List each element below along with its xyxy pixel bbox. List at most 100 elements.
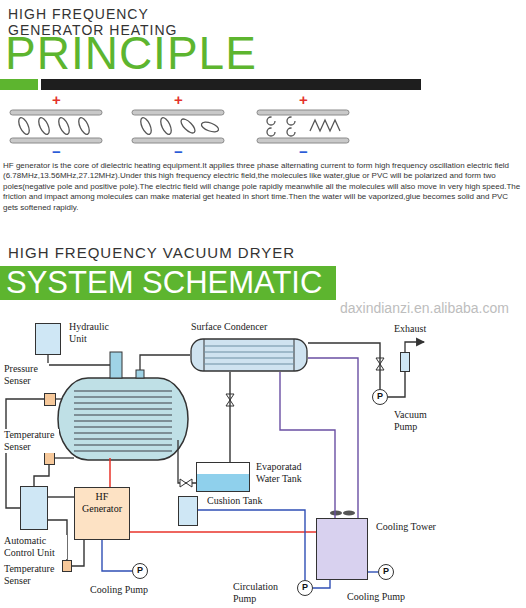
temperature-sensor: Temperature Senser (44, 452, 55, 465)
section-heading: SYSTEM SCHEMATIC (6, 266, 322, 300)
pole-sign: + (299, 92, 308, 107)
exhaust-outlet: Exhaust (400, 352, 410, 372)
pipe-line (388, 372, 405, 397)
component-label: Temperature Senser (3, 563, 59, 587)
molecule-symbol (310, 120, 340, 131)
title-bar (41, 79, 421, 90)
capacitor-plates (132, 138, 224, 143)
pipe-line (229, 372, 230, 462)
drying-chamber (58, 378, 188, 460)
hf-generator: HF Generator (74, 487, 130, 540)
condenser-outline (294, 339, 295, 371)
pipe-line (308, 343, 380, 389)
drying-chamber (136, 370, 144, 378)
molecule-symbol (37, 116, 52, 136)
molecule-symbol (287, 117, 295, 125)
fan-symbol (330, 511, 355, 516)
molecule-symbol (77, 116, 92, 136)
pipe-line (34, 465, 49, 486)
valve-symbol (180, 479, 192, 487)
capacitor-plates (257, 110, 349, 115)
component-label: Temperature Senser (3, 429, 59, 453)
fan-symbol (343, 511, 355, 516)
fan-symbol (330, 511, 342, 516)
title-bar (0, 79, 38, 90)
pipe-line (280, 372, 335, 518)
pump-symbol: PVacuum Pump (372, 389, 388, 405)
component-label: Cooling Tower (375, 521, 437, 533)
pipe-line (130, 531, 316, 532)
condenser-tube (204, 358, 294, 359)
pressure-sensor: Pressure Senser (44, 393, 56, 406)
section-heading: HIGH FREQUENCY VACUUM DRYER (8, 244, 295, 262)
capacitor-plates (132, 110, 224, 115)
condenser-tube (204, 346, 294, 347)
molecule-symbol (267, 128, 275, 136)
temperature-sensor: Temperature Senser (62, 560, 72, 572)
molecule-symbol (17, 116, 340, 136)
condenser: Surface Condencer (190, 338, 308, 372)
section-heading: PRINCIPLE (5, 30, 257, 76)
pipe-line (308, 358, 358, 518)
control-unit: Automatic Control Unit (20, 486, 48, 530)
component-label: Hydraulic Unit (68, 321, 120, 345)
cooling-tower: Cooling Tower (316, 518, 368, 580)
component-label: Cooling Pump (89, 584, 149, 596)
molecule-symbol (287, 128, 295, 136)
heading-band (0, 266, 336, 300)
component-name: P (379, 565, 393, 578)
title-bar (0, 79, 421, 90)
molecule-symbol (200, 120, 220, 134)
pole-sign: + (174, 92, 183, 107)
pump-symbol: PCirculation Pump (297, 580, 313, 596)
pipe-line (178, 440, 196, 483)
component-label: Cooling Pump (346, 591, 406, 603)
description-text: HF generator is the core of dielectric h… (3, 161, 523, 213)
pipe-line (48, 355, 110, 365)
component-name: P (133, 564, 147, 577)
component-label: Exhaust (393, 323, 427, 335)
pipe-line (405, 342, 424, 352)
molecule-symbol (57, 116, 72, 136)
component-label: Circulation Pump (232, 581, 294, 605)
water-tank: Evaporatad Water Tank (196, 462, 250, 492)
hydraulic-unit: Hydraulic Unit (35, 323, 61, 355)
molecule-symbol (139, 116, 154, 136)
component-label: Surface Condencer (190, 321, 268, 333)
power-line (109, 458, 111, 487)
drying-chamber (110, 352, 122, 378)
pipe-line (313, 580, 330, 588)
pipe-line (55, 457, 74, 458)
capacitor-plates (10, 110, 102, 115)
drying-chamber (74, 386, 172, 452)
drying-chamber (58, 352, 188, 460)
pipe-line (56, 398, 62, 399)
component-label: Automatic Control Unit (3, 535, 67, 559)
molecule-symbol (179, 117, 197, 135)
condenser-tube (204, 364, 294, 365)
pole-sign: − (299, 144, 308, 159)
component-name: P (298, 581, 312, 594)
pole-sign: − (52, 144, 61, 159)
pipe-line (368, 571, 378, 572)
molecule-symbol (267, 117, 275, 125)
watermark: daxindianzi.en.alibaba.com (340, 300, 509, 317)
pump-symbol: PCooling Pump (378, 564, 394, 580)
cushion-tank: Cushion Tank (178, 496, 198, 526)
pole-sign: − (174, 144, 183, 159)
condenser-outline (204, 339, 205, 371)
capacitor-plates (10, 138, 102, 143)
pipe-line (48, 496, 74, 497)
component-label: Cushion Tank (206, 495, 264, 507)
pipe-line (102, 540, 132, 571)
condenser-outline (191, 339, 307, 371)
pump-symbol: PCooling Pump (132, 563, 148, 579)
molecule-symbol (159, 116, 174, 136)
pole-sign: + (52, 92, 61, 107)
condenser-outline (190, 338, 308, 372)
component-label: Evaporatad Water Tank (255, 461, 317, 485)
component-name: HF Generator (75, 488, 129, 517)
component-label: Vacuum Pump (393, 409, 435, 433)
pipe-line (140, 355, 190, 370)
pipe-line (72, 540, 84, 566)
